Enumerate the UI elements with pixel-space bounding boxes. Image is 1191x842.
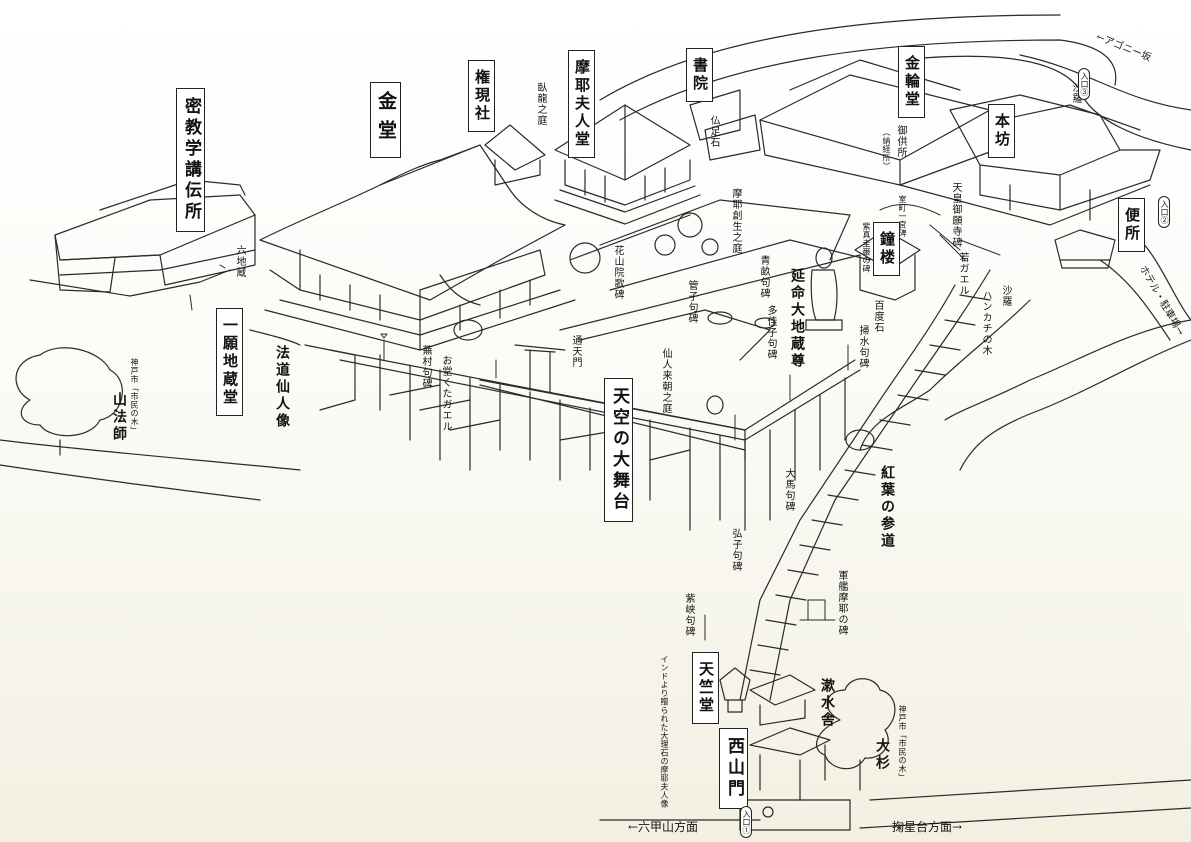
label-shikyo-kuhi: 紫峡句碑 (683, 593, 694, 637)
label-gongensha: 権現社 (468, 60, 495, 132)
kinrin-building (689, 59, 996, 186)
stage (249, 329, 861, 531)
label-sara-top: 沙羅 (1070, 82, 1081, 104)
label-seishi-kuhi: 青畝句碑 (758, 255, 769, 299)
label-mayabunin-do: 摩耶夫人堂 (568, 50, 595, 158)
label-muromachi-hi: 室町一宮碑 (898, 195, 907, 238)
label-kinrin-do: 金輪堂 (898, 46, 925, 118)
honbo-building (899, 94, 1161, 226)
jizo-statue (805, 247, 843, 331)
label-india-statue-note: インドより贈られた大理石の摩耶夫人像 (660, 655, 669, 808)
label-hankachi-tree: ハンカチの木 (980, 290, 991, 356)
label-tsutenmon: 通天門 (570, 335, 581, 368)
tenjiku-building (719, 667, 751, 713)
trees (15, 347, 896, 791)
details (189, 204, 1001, 641)
label-enmei-jizo: 延命大地蔵尊 (789, 268, 805, 370)
label-benjo: 便所 (1118, 198, 1145, 252)
label-koshi-kuhi: 弘子句碑 (730, 528, 741, 572)
label-osugi: 大杉 (874, 738, 890, 772)
label-daiba-kuhi: 大馬句碑 (783, 468, 794, 512)
label-rokujizo: 六地蔵 (234, 245, 245, 278)
label-momiji-sando: 紅葉の参道 (879, 465, 895, 550)
label-yamaboshi-note: 神戸市「市民の木」 (130, 358, 139, 435)
label-chozusha: 漱水舎 (819, 678, 835, 729)
label-bussokuseki: 仏足石 (708, 115, 719, 148)
label-nishi-sanmon: 西山門 (719, 728, 748, 809)
label-hyakudo-ishi: 百度石 (872, 300, 883, 333)
label-maya-sousei-garden: 摩耶創生之庭 (730, 188, 741, 254)
entrance-3: 入口③ (1078, 68, 1090, 100)
label-gunkan-hi: 軍艦摩耶の碑 (836, 570, 847, 636)
mikkyo-building (29, 179, 256, 297)
label-kanshi-kuhi: 管子句碑 (686, 280, 697, 324)
label-kinsui-kuhi: 掃水句碑 (857, 325, 868, 369)
label-garyu-garden: 臥龍之庭 (535, 82, 546, 126)
label-sara-mid: 沙羅 (1000, 285, 1011, 307)
label-yamaboshi: 山法師 (111, 392, 127, 443)
courtyard (453, 199, 875, 451)
label-shikyo-hi: 紫真圭巌の碑 (862, 222, 871, 273)
label-tashiko-kuhi: 多佳子句碑 (765, 305, 776, 360)
label-shoro: 鐘楼 (873, 222, 900, 276)
label-kikusei-direction: 掬星台方面→ (892, 820, 963, 834)
label-kondo: 金堂 (370, 82, 401, 158)
chozusha-building (749, 674, 816, 726)
gate-building (739, 727, 851, 831)
label-ichiji-jizo: 一願地蔵堂 (216, 308, 243, 416)
kondo-building (259, 144, 576, 351)
label-osugi-note: 神戸市「市民の木」 (898, 705, 907, 782)
label-tenno-hi: 天皇御願寺碑 (950, 182, 961, 248)
label-wakagaeru: 若ガエル (957, 252, 968, 296)
label-omokaeru: お堂くたガエル (440, 355, 451, 432)
label-kazan-in: 花山院歌碑 (612, 245, 623, 300)
label-gokuyosho: 御供所 (895, 125, 906, 158)
label-hodo-sennin: 法道仙人像 (274, 345, 290, 430)
label-shoin: 書院 (686, 48, 713, 102)
toilet-building (1054, 229, 1116, 269)
mayabunin-building (554, 104, 701, 225)
gongensha-building (484, 124, 546, 186)
label-honbo: 本坊 (988, 104, 1015, 158)
label-rokko-direction: ←六甲山方面 (628, 820, 699, 834)
label-nokyosho: （納経所） (882, 128, 891, 171)
staircase (739, 269, 991, 701)
label-sennin-garden: 仙人来朝之庭 (660, 348, 671, 414)
label-mikkyo-school: 密教学講伝所 (176, 88, 205, 232)
entrance-1: 入口① (740, 806, 752, 838)
label-buson-kuhi: 蕪村句碑 (420, 345, 431, 389)
label-tenku-stage: 天空の大舞台 (604, 378, 633, 522)
entrance-2: 入口② (1158, 196, 1170, 228)
label-tenjiku-do: 天竺堂 (692, 652, 719, 724)
